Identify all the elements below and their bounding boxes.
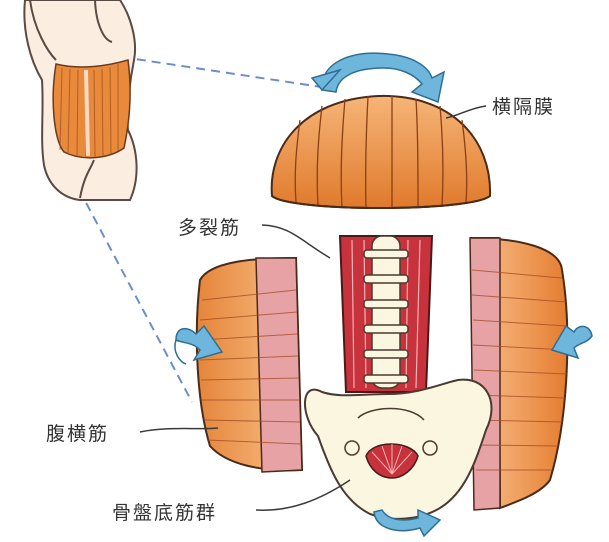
right-abdominal-wall [470, 238, 568, 510]
label-transversus-abdominis: 腹横筋 [46, 419, 109, 446]
figure-muscle-belt [53, 60, 130, 158]
diaphragm-dome [272, 96, 490, 209]
label-diaphragm: 横隔膜 [492, 92, 555, 119]
rotation-arrow-icon [312, 53, 444, 102]
left-abdominal-wall [197, 258, 302, 472]
label-pelvic-floor: 骨盤底筋群 [112, 498, 217, 525]
label-multifidus: 多裂筋 [178, 213, 241, 240]
